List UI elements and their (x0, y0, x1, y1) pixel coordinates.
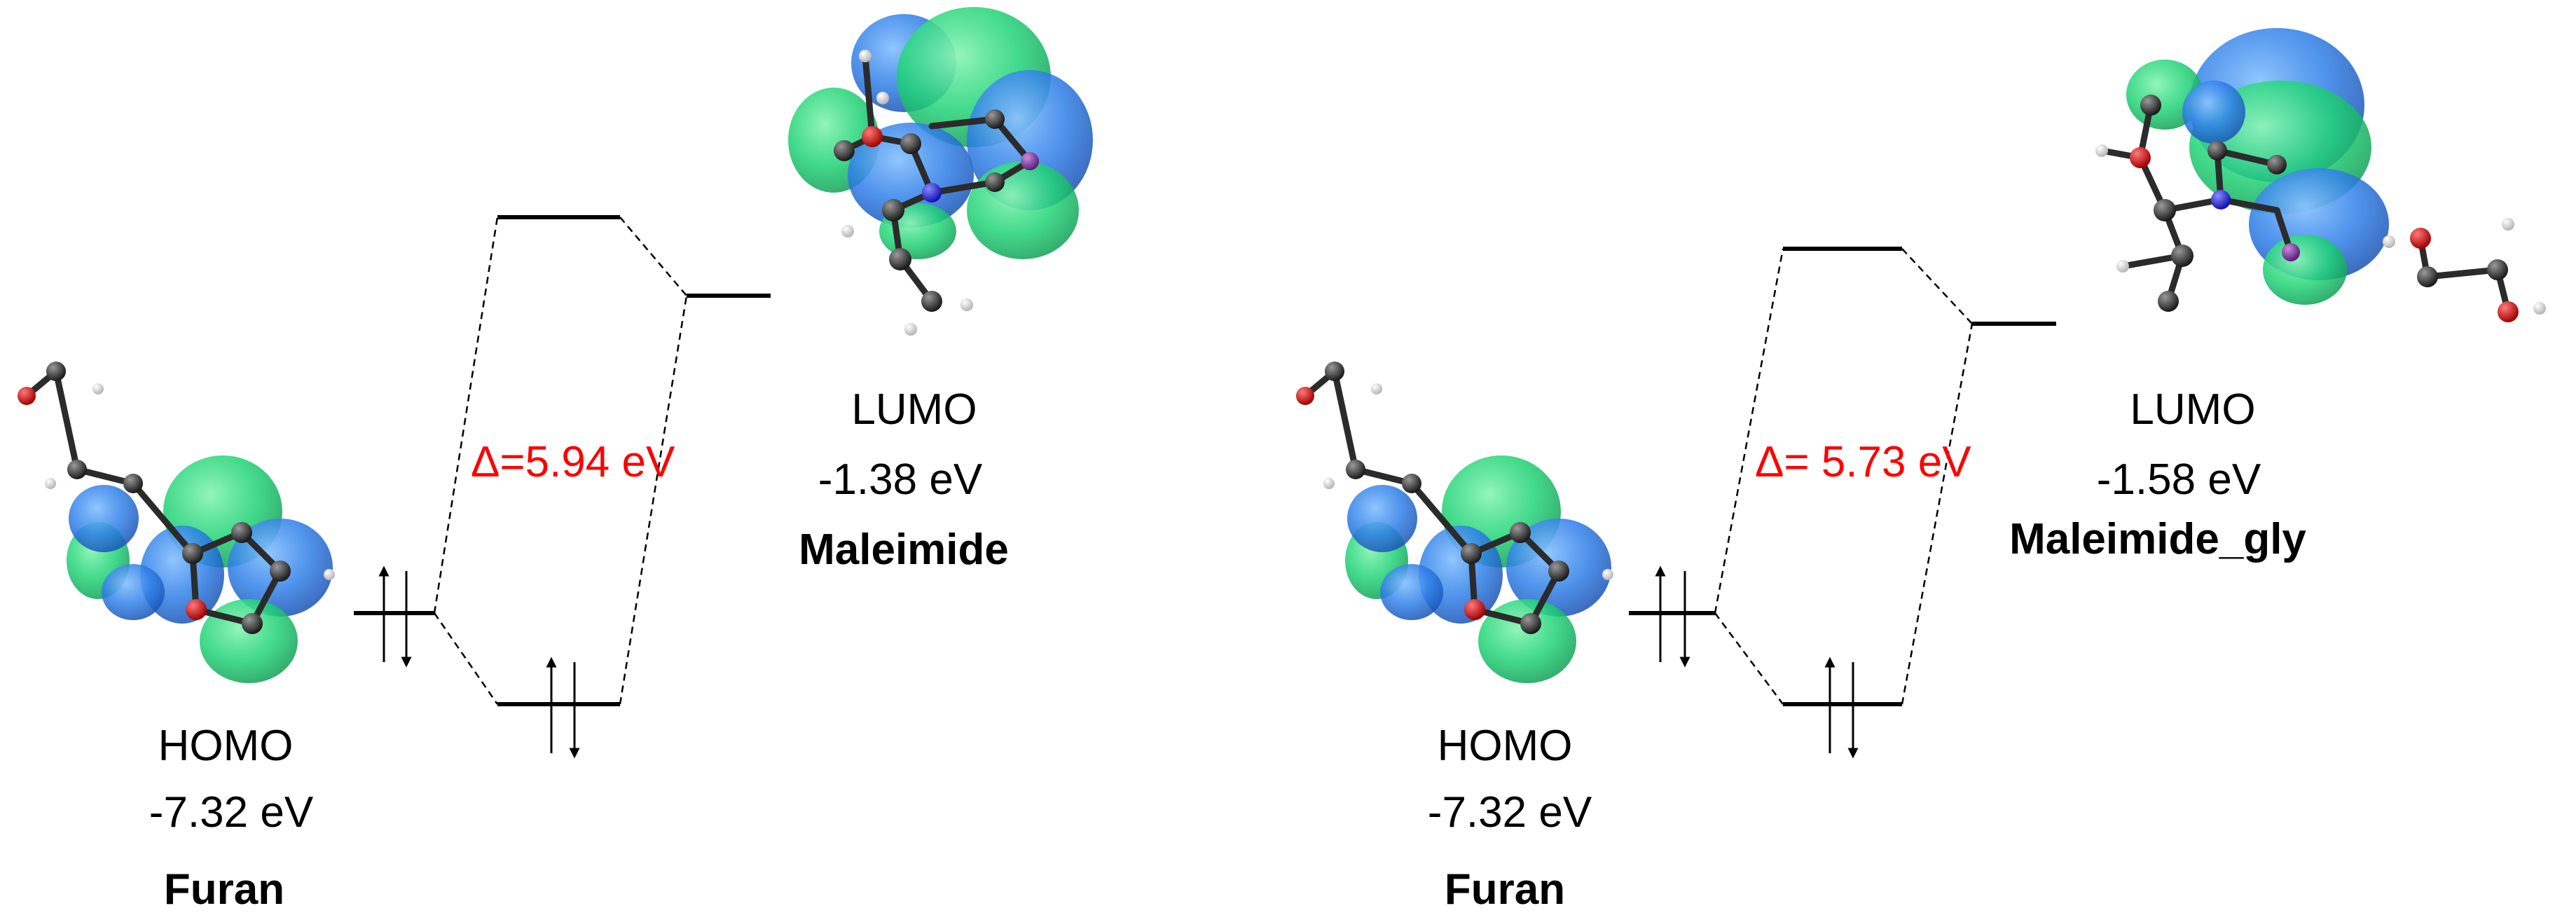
lumo-molecule-name: Maleimide_gly (2009, 515, 2306, 563)
maleimide-lumo-orbital-image (788, 7, 1093, 336)
electron-pair-arrows (1824, 657, 1859, 759)
homo-title: HOMO (1438, 722, 1573, 770)
energy-gap-label: Δ= 5.73 eV (1755, 438, 1971, 486)
energy-gap-label: Δ=5.94 eV (471, 438, 675, 486)
homo-molecule-name: Furan (164, 865, 284, 914)
furan-homo-orbital-image (18, 362, 335, 683)
electron-pair-arrows (378, 565, 412, 668)
lumo-molecule-name: Maleimide (799, 526, 1009, 574)
orbital-lobe (102, 564, 165, 620)
homo-energy: -7.32 eV (1428, 788, 1592, 837)
homo-molecule-name: Furan (1445, 865, 1565, 914)
lumo-title: LUMO (851, 385, 977, 434)
orbital-lobe (200, 599, 298, 683)
homo-title: HOMO (158, 722, 294, 770)
lumo-energy: -1.38 eV (818, 455, 983, 504)
electron-pair-arrows (546, 657, 580, 759)
maleimide-gly-lumo-orbital-image (2095, 28, 2546, 322)
electron-pair-arrows (1655, 565, 1690, 668)
orbital-lobe (69, 485, 139, 552)
lumo-title: LUMO (2130, 385, 2255, 434)
homo-energy: -7.32 eV (149, 788, 314, 837)
lumo-energy: -1.58 eV (2097, 455, 2261, 504)
panel-maleimide: Δ=5.94 eV LUMO -1.38 eV Maleimide HOMO -… (18, 7, 1093, 914)
panel-maleimide-gly: Δ= 5.73 eV LUMO -1.58 eV Maleimide_gly H… (1296, 28, 2546, 914)
furan-homo-orbital-image (1296, 362, 1613, 683)
